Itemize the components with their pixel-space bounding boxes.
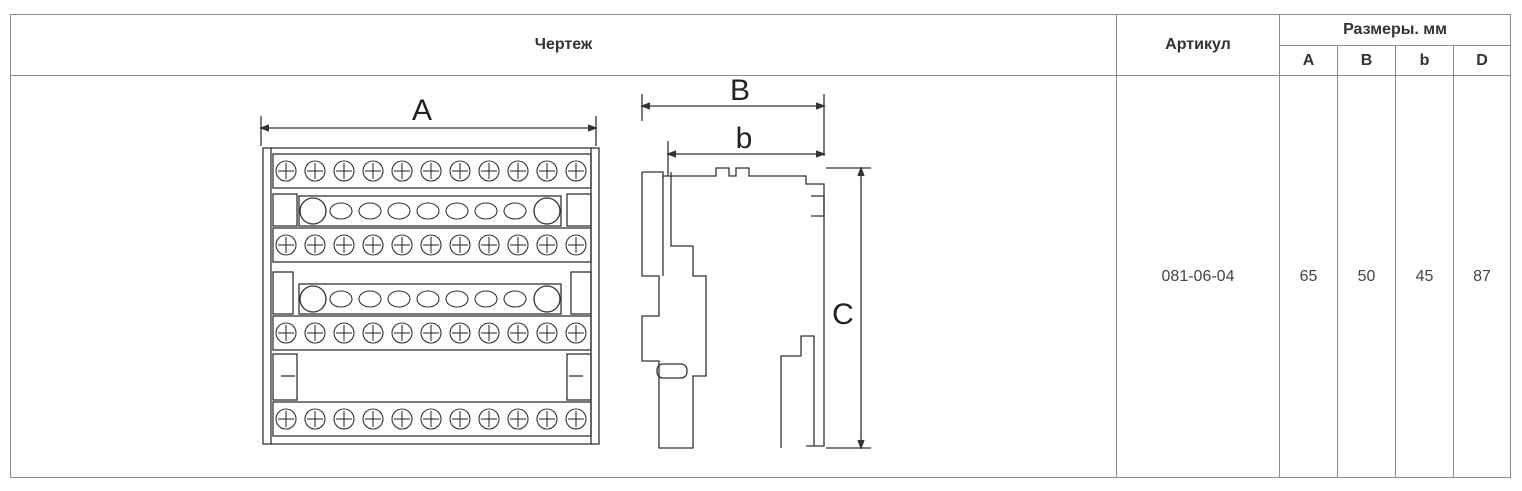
screw-terminal-icon xyxy=(507,408,529,430)
screw-terminal-icon xyxy=(507,160,529,182)
screw-terminal-icon xyxy=(478,234,500,256)
screw-terminal-icon xyxy=(449,234,471,256)
screw-terminal-icon xyxy=(362,160,384,182)
bus-hole-icon xyxy=(416,290,440,308)
dimension-label-b-inner: b xyxy=(736,122,753,155)
bus-hole-icon xyxy=(503,290,527,308)
dim-header-d: D xyxy=(1452,45,1512,76)
screw-terminal-icon xyxy=(536,160,558,182)
bus-hole-icon xyxy=(329,290,353,308)
bus-hole-icon xyxy=(474,290,498,308)
bus-hole-icon xyxy=(387,290,411,308)
screw-terminal-icon xyxy=(275,322,297,344)
screw-terminal-icon xyxy=(275,160,297,182)
screw-terminal-icon xyxy=(449,408,471,430)
drawing-header: Чертеж xyxy=(10,14,1117,76)
dimension-label-b-outer: B xyxy=(730,76,750,107)
dim-header-a: A xyxy=(1279,45,1338,76)
bus-hole-icon xyxy=(358,202,382,220)
screw-terminal-icon xyxy=(536,408,558,430)
screw-terminal-icon xyxy=(565,322,587,344)
screw-terminal-icon xyxy=(275,234,297,256)
screw-terminal-icon xyxy=(536,322,558,344)
dim-header-b-upper: B xyxy=(1337,45,1396,76)
dimension-label-c: C xyxy=(832,298,854,331)
screw-terminal-icon xyxy=(420,160,442,182)
screw-terminal-icon xyxy=(507,322,529,344)
dim-value-b-lower: 45 xyxy=(1395,75,1454,478)
bus-hole-icon xyxy=(503,202,527,220)
screw-terminal-icon xyxy=(478,408,500,430)
dim-value-b-upper: 50 xyxy=(1337,75,1396,478)
bus-hole-icon xyxy=(387,202,411,220)
screw-terminal-icon xyxy=(333,408,355,430)
screw-terminal-icon xyxy=(304,234,326,256)
technical-drawing: A B b C xyxy=(259,76,871,450)
article-value: 081-06-04 xyxy=(1116,75,1280,478)
bus-hole-icon xyxy=(358,290,382,308)
screw-terminal-icon xyxy=(565,234,587,256)
screw-terminal-icon xyxy=(478,160,500,182)
bus-hole-icon xyxy=(445,202,469,220)
screw-terminal-icon xyxy=(449,322,471,344)
screw-terminal-icon xyxy=(333,234,355,256)
specs-table: Чертеж Артикул Размеры. мм A B b D xyxy=(10,14,1512,478)
dimensions-header: Размеры. мм xyxy=(1278,14,1512,46)
screw-terminal-icon xyxy=(420,322,442,344)
dim-header-b-lower: b xyxy=(1395,45,1454,76)
bus-hole-icon xyxy=(416,202,440,220)
screw-terminal-icon xyxy=(333,322,355,344)
screw-terminal-icon xyxy=(304,160,326,182)
screw-terminal-icon xyxy=(449,160,471,182)
screw-terminal-icon xyxy=(391,408,413,430)
screw-terminal-icon xyxy=(304,408,326,430)
bus-hole-icon xyxy=(329,202,353,220)
screw-terminal-icon xyxy=(391,234,413,256)
screw-terminal-icon xyxy=(391,160,413,182)
screw-terminal-icon xyxy=(362,408,384,430)
screw-terminal-icon xyxy=(420,408,442,430)
bus-hole-icon xyxy=(445,290,469,308)
screw-terminal-icon xyxy=(420,234,442,256)
drawing-cell: A B b C xyxy=(10,75,1117,478)
screw-terminal-icon xyxy=(565,160,587,182)
screw-terminal-icon xyxy=(536,234,558,256)
dim-value-a: 65 xyxy=(1279,75,1338,478)
screw-terminal-icon xyxy=(565,408,587,430)
screw-terminal-icon xyxy=(362,322,384,344)
screw-terminal-icon xyxy=(275,408,297,430)
screw-terminal-icon xyxy=(362,234,384,256)
screw-terminal-icon xyxy=(478,322,500,344)
article-header: Артикул xyxy=(1116,14,1280,76)
dim-value-d: 87 xyxy=(1452,75,1512,478)
screw-terminal-icon xyxy=(304,322,326,344)
screw-terminal-icon xyxy=(507,234,529,256)
bus-hole-icon xyxy=(474,202,498,220)
screw-terminal-icon xyxy=(333,160,355,182)
dimension-label-a: A xyxy=(412,94,432,127)
screw-terminal-icon xyxy=(391,322,413,344)
